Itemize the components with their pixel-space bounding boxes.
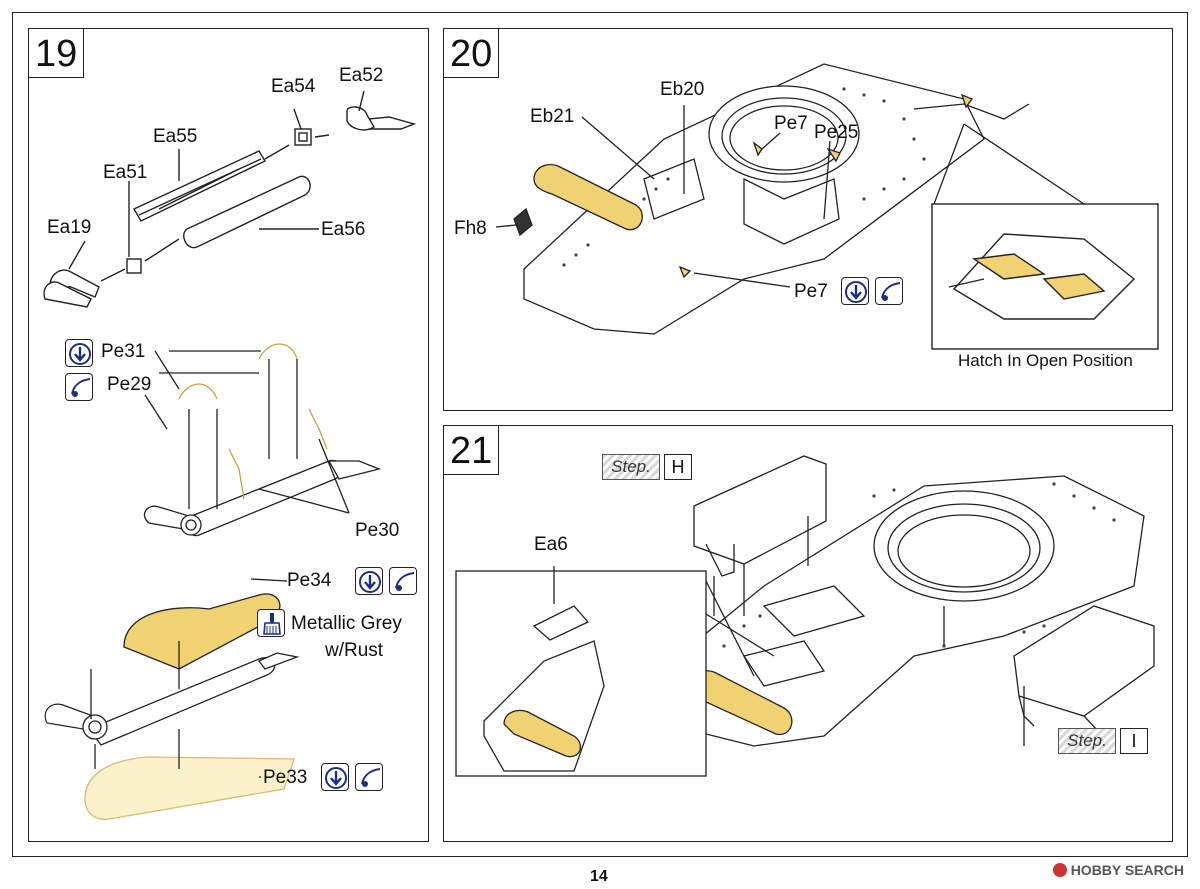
label-pe30: Pe30: [355, 520, 400, 541]
label-ea52: Ea52: [339, 65, 384, 86]
step-20-panel: 20: [443, 28, 1173, 411]
bend-curve-icon: [65, 373, 93, 401]
step-ref-letter: H: [664, 454, 692, 480]
step-ref-word: Step.: [602, 454, 660, 480]
fold-down-icon: [321, 763, 349, 791]
label-fh8: Fh8: [454, 218, 487, 239]
bend-curve-icon: [875, 277, 903, 305]
bend-curve-icon: [355, 763, 383, 791]
step-reference-h: Step. H: [602, 454, 692, 480]
label-pe25: Pe25: [814, 122, 859, 143]
label-pe33: Pe33: [263, 767, 308, 788]
step-number: 19: [29, 29, 85, 78]
label-ea19: Ea19: [47, 217, 92, 238]
fold-down-icon: [355, 567, 383, 595]
label-paint-line2: w/Rust: [325, 640, 384, 661]
label-ea56: Ea56: [321, 219, 366, 240]
bend-curve-icon: [389, 567, 417, 595]
page-frame: [12, 12, 1188, 857]
fold-down-icon: [65, 339, 93, 367]
step-19-panel: 19: [28, 28, 429, 842]
label-eb21: Eb21: [530, 106, 575, 127]
step-reference-i: Step. I: [1058, 728, 1148, 754]
paint-brush-icon: [257, 609, 285, 637]
label-pe7-bottom: Pe7: [794, 281, 828, 302]
label-ea6: Ea6: [534, 534, 568, 555]
fold-down-icon: [841, 277, 869, 305]
step-21-panel: 21: [443, 425, 1173, 842]
label-eb20: Eb20: [660, 79, 705, 100]
step-ref-word: Step.: [1058, 728, 1116, 754]
step-20-drawing: [495, 63, 1159, 350]
watermark-text: HOBBY SEARCH: [1070, 862, 1184, 878]
label-pe31: Pe31: [101, 341, 146, 362]
step-ref-letter: I: [1120, 728, 1148, 754]
watermark: HOBBY SEARCH: [1052, 862, 1184, 878]
label-pe34: Pe34: [287, 570, 332, 591]
inset-caption: Hatch In Open Position: [958, 351, 1133, 370]
label-paint-line1: Metallic Grey: [291, 613, 402, 634]
step-number: 20: [444, 29, 500, 78]
step-19-drawing: [43, 90, 417, 820]
label-pe29: Pe29: [107, 374, 152, 395]
label-ea51: Ea51: [103, 162, 148, 183]
step-21-drawing: [455, 455, 1155, 777]
step-number: 21: [444, 426, 500, 475]
hobby-search-logo-icon: [1052, 863, 1067, 877]
label-ea55: Ea55: [153, 126, 198, 147]
label-pe7-top: Pe7: [774, 113, 808, 134]
label-ea54: Ea54: [271, 76, 316, 97]
page-number: 14: [590, 868, 608, 885]
